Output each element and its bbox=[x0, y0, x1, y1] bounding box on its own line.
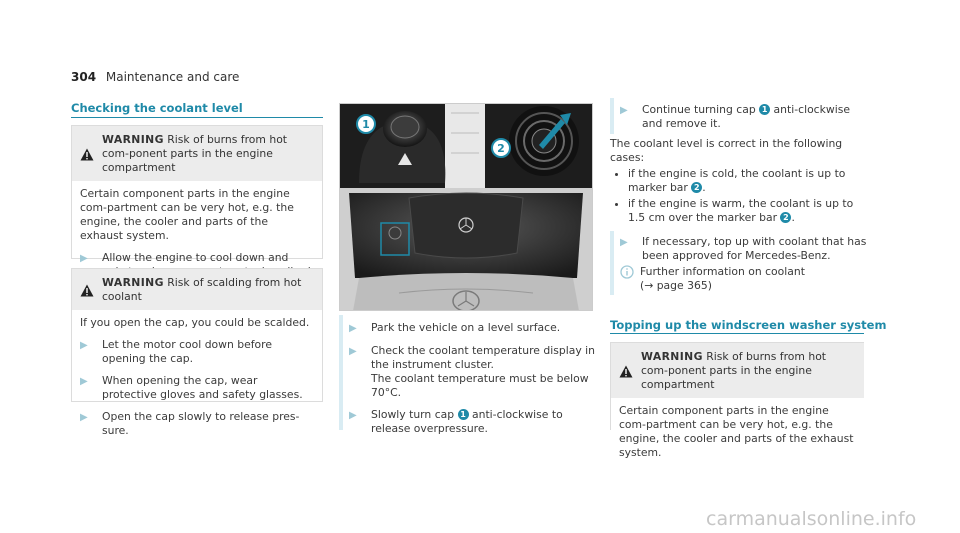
warning-step-text: Open the cap slowly to release pres-sure… bbox=[102, 410, 300, 437]
step-text-note: The coolant temperature must be below 70… bbox=[371, 372, 589, 399]
warning-step-text: Let the motor cool down before opening t… bbox=[102, 338, 273, 365]
step-arrow-icon: ▶ bbox=[349, 410, 357, 421]
step-text: Park the vehicle on a level surface. bbox=[371, 321, 561, 334]
warning-box-burns: WARNING Risk of burns from hot com-ponen… bbox=[71, 125, 323, 292]
warning-step-text: When opening the cap, wear protective gl… bbox=[102, 374, 303, 401]
warning-text: Certain component parts in the engine co… bbox=[80, 187, 294, 242]
step-arrow-icon: ▶ bbox=[80, 340, 88, 351]
warning-step: ▶ Open the cap slowly to release pres-su… bbox=[80, 410, 314, 438]
section-rule bbox=[610, 333, 864, 334]
step-text-main: Check the coolant temperature display in… bbox=[371, 344, 595, 371]
condition-item: if the engine is cold, the coolant is up… bbox=[628, 167, 868, 195]
warning-text: If you open the cap, you could be scalde… bbox=[80, 316, 310, 329]
steps-column-3: ▶ Continue turning cap 1 anti-clockwise … bbox=[610, 98, 868, 295]
step-block: ▶ Continue turning cap 1 anti-clockwise … bbox=[610, 98, 868, 134]
step-block: ▶ If necessary, top up with coolant that… bbox=[610, 231, 868, 295]
info-note: Further information on coolant (→ page 3… bbox=[620, 265, 868, 293]
condition-text: . bbox=[702, 181, 706, 194]
condition-text: if the engine is warm, the coolant is up… bbox=[628, 197, 854, 224]
condition-item: if the engine is warm, the coolant is up… bbox=[628, 197, 868, 225]
instruction-step: ▶ If necessary, top up with coolant that… bbox=[620, 235, 868, 263]
page-number: 304 bbox=[71, 70, 97, 84]
cap-callout-badge: 1 bbox=[457, 409, 469, 420]
callout-2-marker bbox=[491, 138, 511, 158]
warning-triangle-icon bbox=[619, 365, 633, 378]
engine-bay bbox=[339, 188, 593, 311]
instruction-step: ▶ Park the vehicle on a level surface. bbox=[349, 321, 595, 336]
warning-body: If you open the cap, you could be scalde… bbox=[72, 310, 322, 446]
condition-list: if the engine is cold, the coolant is up… bbox=[610, 167, 868, 225]
section-title-washer: Topping up the windscreen washer system bbox=[610, 318, 887, 332]
hood-strip bbox=[445, 103, 485, 188]
section-title-coolant: Checking the coolant level bbox=[71, 101, 243, 115]
page-reference-link[interactable]: (→ page 365) bbox=[640, 279, 712, 292]
reservoir-highlight bbox=[380, 222, 410, 256]
warning-lead: Risk of burns from hot com-ponent parts … bbox=[641, 350, 827, 391]
info-text: Further information on coolant bbox=[640, 265, 805, 278]
warning-lead: Risk of burns from hot com-ponent parts … bbox=[102, 133, 288, 174]
step-arrow-icon: ▶ bbox=[349, 346, 357, 357]
section-name: Maintenance and care bbox=[105, 70, 240, 84]
condition-text: . bbox=[791, 211, 795, 224]
marker-callout-badge: 2 bbox=[691, 182, 703, 193]
warning-header: WARNING Risk of burns from hot com-ponen… bbox=[611, 343, 864, 398]
warning-box-scalding: WARNING Risk of scalding from hot coolan… bbox=[71, 268, 323, 437]
callout-1-marker bbox=[356, 114, 376, 134]
warning-step: ▶ Let the motor cool down before opening… bbox=[80, 338, 314, 366]
engine-bay-figure: 1 2 bbox=[339, 103, 593, 311]
step-arrow-icon: ▶ bbox=[80, 376, 88, 387]
step-arrow-icon: ▶ bbox=[620, 237, 628, 248]
steps-column-2: ▶ Park the vehicle on a level surface. ▶… bbox=[339, 315, 595, 435]
step-arrow-icon: ▶ bbox=[349, 323, 357, 334]
warning-lead: Risk of scalding from hot coolant bbox=[102, 276, 302, 303]
warning-keyword: WARNING bbox=[641, 350, 703, 363]
condition-text: if the engine is cold, the coolant is up… bbox=[628, 167, 846, 194]
cap-callout-badge: 1 bbox=[759, 104, 771, 115]
step-text: Continue turning cap 1 anti-clockwise an… bbox=[642, 103, 868, 131]
step-text: If necessary, top up with coolant that h… bbox=[642, 235, 867, 262]
section-rule bbox=[71, 117, 323, 118]
coolant-cap-closeup bbox=[359, 111, 446, 183]
reservoir-opening-closeup bbox=[509, 106, 579, 176]
step-text-part: anti-clockwise and remove it. bbox=[642, 103, 850, 130]
step-text: Slowly turn cap 1 anti-clockwise to rele… bbox=[371, 408, 595, 436]
coolant-level-paragraph: The coolant level is correct in the foll… bbox=[610, 137, 843, 164]
warning-triangle-icon bbox=[80, 148, 94, 161]
warning-body: Certain component parts in the engine co… bbox=[619, 404, 854, 459]
instruction-step: ▶ Continue turning cap 1 anti-clockwise … bbox=[620, 103, 868, 131]
step-arrow-icon: ▶ bbox=[80, 412, 88, 423]
instruction-step: ▶ Slowly turn cap 1 anti-clockwise to re… bbox=[349, 408, 595, 436]
step-text-part: Slowly turn cap bbox=[371, 408, 458, 421]
warning-header: WARNING Risk of scalding from hot coolan… bbox=[72, 269, 322, 310]
step-arrow-icon: ▶ bbox=[620, 105, 628, 116]
step-text: Check the coolant temperature display in… bbox=[371, 344, 595, 400]
step-arrow-icon: ▶ bbox=[80, 253, 88, 264]
info-icon bbox=[620, 265, 634, 279]
callout-2-label: 2 bbox=[497, 142, 505, 155]
page-header: 304 Maintenance and care bbox=[71, 70, 239, 84]
warning-box-washer: WARNING Risk of burns from hot com-ponen… bbox=[610, 342, 864, 459]
callout-1-label: 1 bbox=[362, 118, 370, 131]
marker-callout-badge: 2 bbox=[780, 212, 792, 223]
step-text-part: Continue turning cap bbox=[642, 103, 760, 116]
warning-keyword: WARNING bbox=[102, 276, 164, 289]
warning-keyword: WARNING bbox=[102, 133, 164, 146]
warning-triangle-icon bbox=[80, 284, 94, 297]
instruction-step: ▶ Check the coolant temperature display … bbox=[349, 344, 595, 400]
warning-header: WARNING Risk of burns from hot com-ponen… bbox=[72, 126, 322, 181]
step-text-part: anti-clockwise to release overpressure. bbox=[371, 408, 563, 435]
warning-step: ▶ When opening the cap, wear protective … bbox=[80, 374, 314, 402]
watermark: carmanualsonline.info bbox=[706, 508, 917, 530]
